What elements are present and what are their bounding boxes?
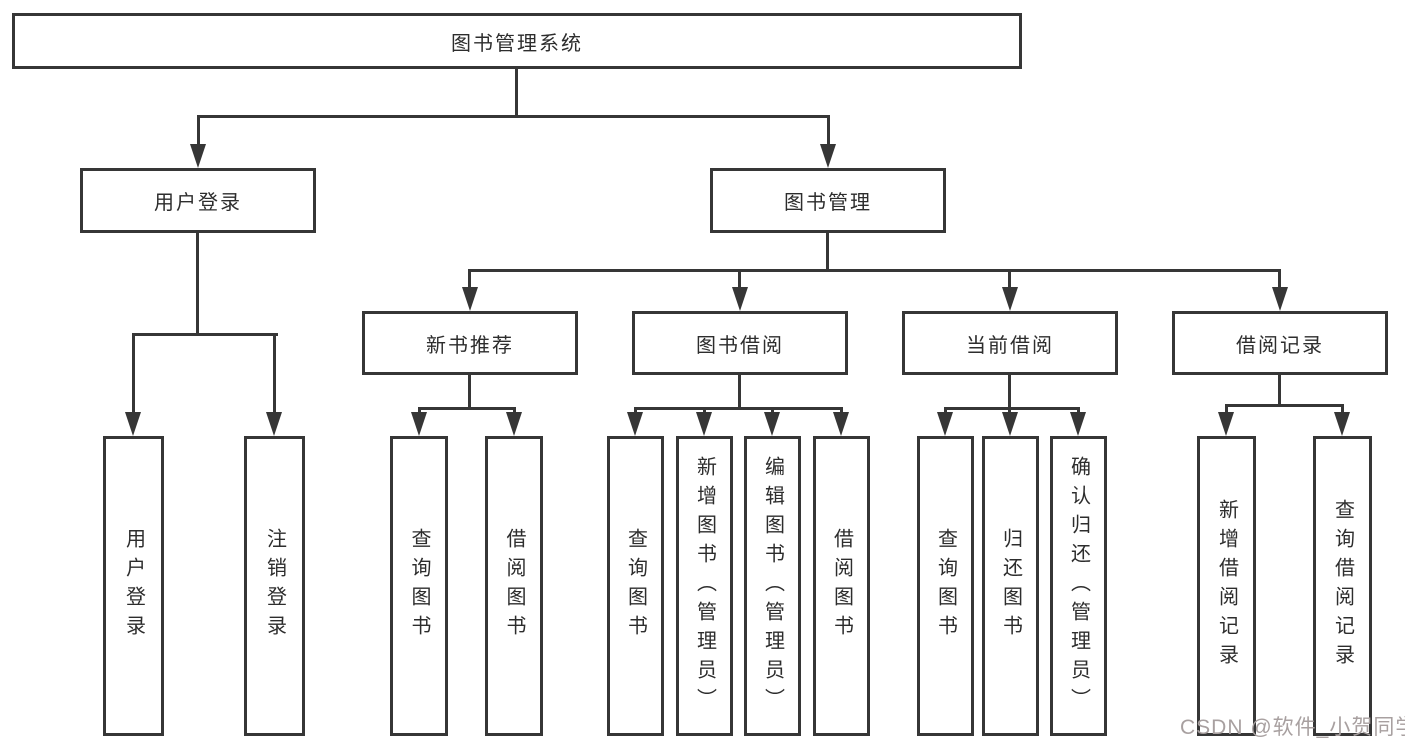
node-user-login: 用户登录 <box>80 168 316 233</box>
node-user-login-action: 用户登录 <box>103 436 164 736</box>
edge-line <box>468 375 471 410</box>
edge-line <box>1077 407 1080 415</box>
edge-line <box>1225 404 1228 414</box>
node-label: 注销登录 <box>263 528 286 644</box>
edge-arrowhead-down-icon <box>190 144 206 168</box>
edge-line <box>132 333 135 415</box>
node-label: 查询图书 <box>408 528 430 644</box>
edge-arrowhead-down-icon <box>627 412 643 436</box>
edge-arrowhead-down-icon <box>732 287 748 311</box>
edge-line <box>1278 269 1281 291</box>
edge-line <box>1278 375 1281 407</box>
edge-arrowhead-down-icon <box>833 412 849 436</box>
edge-line <box>418 407 421 415</box>
edge-line <box>1008 375 1011 410</box>
edge-arrowhead-down-icon <box>696 412 712 436</box>
edge-line <box>513 407 516 415</box>
node-label: 归还图书 <box>999 528 1022 644</box>
edge-line <box>738 269 741 291</box>
node-label: 查询借阅记录 <box>1331 499 1354 673</box>
node-add-borrow-record: 新增借阅记录 <box>1197 436 1256 736</box>
edge-line <box>634 407 843 410</box>
edge-line <box>132 333 278 336</box>
node-query-books-current: 查询图书 <box>917 436 974 736</box>
node-library-system: 图书管理系统 <box>12 13 1022 69</box>
edge-arrowhead-down-icon <box>266 412 282 436</box>
node-label: 确认归还（管理员） <box>1067 455 1090 717</box>
edge-line <box>515 68 518 118</box>
watermark: CSDN @软件_小贺同学 <box>1180 716 1405 739</box>
node-confirm-return-admin: 确认归还（管理员） <box>1050 436 1107 736</box>
node-query-books-recommend: 查询图书 <box>390 436 448 736</box>
node-query-books-borrowing: 查询图书 <box>607 436 664 736</box>
edge-line <box>1341 404 1344 414</box>
node-label: 借阅图书 <box>503 528 525 644</box>
edge-line <box>827 115 830 147</box>
node-add-books-admin: 新增图书（管理员） <box>676 436 733 736</box>
node-label: 新增图书（管理员） <box>693 455 716 717</box>
edge-line <box>273 333 276 415</box>
edge-arrowhead-down-icon <box>1002 287 1018 311</box>
edge-arrowhead-down-icon <box>937 412 953 436</box>
edge-line <box>1008 269 1011 291</box>
edge-line <box>418 407 516 410</box>
node-book-management: 图书管理 <box>710 168 946 233</box>
node-label: 编辑图书（管理员） <box>761 455 784 717</box>
node-query-borrow-record: 查询借阅记录 <box>1313 436 1372 736</box>
edge-line <box>944 407 947 415</box>
node-label: 新增借阅记录 <box>1215 499 1238 673</box>
edge-line <box>840 407 843 415</box>
edge-arrowhead-down-icon <box>764 412 780 436</box>
node-book-borrowing: 图书借阅 <box>632 311 848 375</box>
edge-arrowhead-down-icon <box>1002 412 1018 436</box>
node-edit-books-admin: 编辑图书（管理员） <box>744 436 801 736</box>
edge-arrowhead-down-icon <box>1218 412 1234 436</box>
edge-arrowhead-down-icon <box>125 412 141 436</box>
node-new-book-recommendation: 新书推荐 <box>362 311 578 375</box>
node-label: 查询图书 <box>624 528 647 644</box>
edge-arrowhead-down-icon <box>820 144 836 168</box>
node-logout-action: 注销登录 <box>244 436 305 736</box>
edge-line <box>468 269 471 291</box>
node-label: 用户登录 <box>122 528 145 644</box>
edge-line <box>1008 407 1011 415</box>
edge-line <box>1225 404 1344 407</box>
edge-line <box>197 115 830 118</box>
edge-arrowhead-down-icon <box>411 412 427 436</box>
edge-line <box>634 407 637 415</box>
edge-arrowhead-down-icon <box>462 287 478 311</box>
edge-arrowhead-down-icon <box>1334 412 1350 436</box>
edge-line <box>826 232 829 272</box>
node-label: 借阅图书 <box>830 528 853 644</box>
node-borrowing-records: 借阅记录 <box>1172 311 1388 375</box>
edge-line <box>197 115 200 147</box>
node-borrow-books-recommend: 借阅图书 <box>485 436 543 736</box>
node-borrow-books-action: 借阅图书 <box>813 436 870 736</box>
edge-line <box>196 232 199 336</box>
edge-arrowhead-down-icon <box>1272 287 1288 311</box>
edge-arrowhead-down-icon <box>1070 412 1086 436</box>
edge-line <box>738 375 741 410</box>
node-current-borrowing: 当前借阅 <box>902 311 1118 375</box>
edge-line <box>771 407 774 415</box>
edge-line <box>703 407 706 415</box>
edge-line <box>468 269 1281 272</box>
node-label: 查询图书 <box>934 528 957 644</box>
node-return-books: 归还图书 <box>982 436 1039 736</box>
edge-line <box>944 407 1080 410</box>
edge-arrowhead-down-icon <box>506 412 522 436</box>
